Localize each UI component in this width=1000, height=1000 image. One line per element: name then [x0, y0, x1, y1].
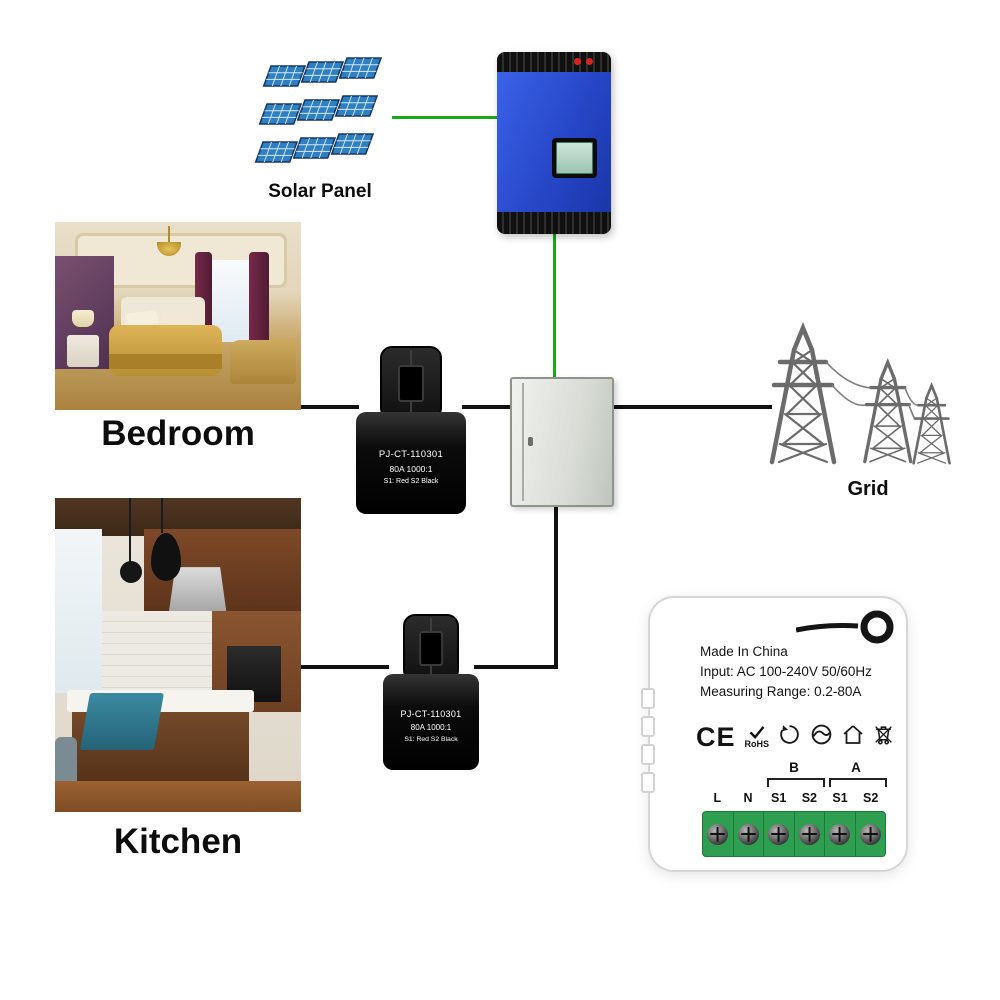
rohs-check-icon: RoHS [744, 725, 770, 749]
meter-spec-text: Made In China Input: AC 100-240V 50/60Hz… [700, 642, 872, 702]
wire-box-to-grid [612, 405, 772, 409]
terminal-screw [768, 823, 790, 845]
ct-clamp-body: PJ-CT-110301 80A 1000:1 S1: Red S2 Black [383, 674, 479, 770]
inverter-device [497, 52, 611, 234]
distribution-box-door [522, 383, 608, 501]
green-dot-icon [810, 723, 833, 751]
terminal-cell [703, 812, 734, 856]
ct-spec-text: 80A 1000:1 [389, 464, 433, 474]
wire-inverter-to-box [553, 231, 556, 379]
meter-made-in: Made In China [700, 644, 788, 659]
nightstand [67, 334, 100, 367]
terminal-screw [859, 823, 881, 845]
ct-spec-text: 80A 1000:1 [410, 723, 452, 732]
mount-notch [641, 772, 655, 793]
bed-throw [109, 353, 223, 369]
mount-notch [641, 744, 655, 765]
wire-bedroom-to-ct1 [299, 405, 359, 409]
mount-notch [641, 716, 655, 737]
terminal-cell [795, 812, 825, 856]
kitchen-label: Kitchen [113, 822, 243, 861]
pendant-light [120, 560, 143, 583]
kitchen-photo [55, 498, 301, 812]
range-hood [168, 567, 228, 618]
mount-notch [641, 688, 655, 709]
bedroom-photo [55, 222, 301, 410]
weee-bin-icon [873, 724, 894, 750]
sofa [229, 340, 297, 384]
meter-range: Measuring Range: 0.2-80A [700, 684, 862, 699]
terminal-label-s1b: S1 [771, 791, 787, 805]
tile-backsplash [101, 611, 213, 699]
inverter-led-icon [586, 58, 593, 65]
terminal-cell [825, 812, 856, 856]
ct-clamp-kitchen: PJ-CT-110301 80A 1000:1 S1: Red S2 Black [383, 614, 479, 770]
lcd-display [556, 142, 593, 174]
inverter-heatsink-bottom [497, 212, 611, 234]
ct-jaw-slot [397, 364, 425, 403]
ct-wiring-text: S1: Red S2 Black [383, 478, 439, 485]
pendant-light [150, 532, 181, 581]
certification-icons: CE RoHS [696, 718, 894, 756]
ct-wiring-text: S1: Red S2 Black [404, 736, 458, 743]
group-b-label: B [789, 760, 799, 775]
wire-ct2-to-junction [474, 665, 558, 669]
meter-input: Input: AC 100-240V 50/60Hz [700, 664, 872, 679]
ct-jaw-slot [419, 631, 443, 667]
ct-clamp-bedroom: PJ-CT-110301 80A 1000:1 S1: Red S2 Black [356, 346, 466, 514]
inverter-heatsink-top [497, 52, 611, 72]
ct-clamp-jaw [380, 346, 442, 420]
distribution-box [510, 377, 614, 507]
wire-ct1-to-box [462, 405, 512, 409]
inverter-led-icon [574, 58, 581, 65]
bedroom-curtain [249, 252, 269, 354]
terminal-screw [737, 823, 759, 845]
terminal-cell [734, 812, 764, 856]
terminal-cell [856, 812, 886, 856]
ct-clamp-jaw [403, 614, 459, 682]
wire-solar-to-inverter [392, 116, 498, 119]
wire-loop-icon [796, 610, 894, 644]
terminal-screw [829, 823, 851, 845]
recycle-icon [778, 723, 801, 751]
distribution-box-handle [528, 437, 533, 446]
kitchen-floor [55, 780, 301, 812]
terminal-cell [764, 812, 795, 856]
bedroom-label: Bedroom [101, 414, 255, 453]
grid-label: Grid [847, 478, 889, 500]
pendant-cord [128, 498, 131, 564]
terminal-block [702, 811, 886, 857]
ct-model-text: PJ-CT-110301 [378, 449, 444, 460]
terminal-screw [707, 823, 729, 845]
group-b-bracket [767, 778, 825, 787]
table-lamp [72, 310, 95, 328]
table-runner [79, 692, 164, 750]
ct-clamp-body: PJ-CT-110301 80A 1000:1 S1: Red S2 Black [356, 412, 466, 514]
wire-box-down [554, 506, 558, 669]
kitchen-window [55, 529, 102, 693]
terminal-label-s1a: S1 [832, 791, 848, 805]
terminal-label-s2b: S2 [801, 791, 817, 805]
group-a-bracket [829, 778, 887, 787]
grid-towers-icon [752, 322, 951, 465]
terminal-label-n: N [743, 791, 753, 805]
terminal-screw [798, 823, 820, 845]
inverter-lcd-screen [552, 138, 597, 178]
wire-kitchen-to-ct2 [299, 665, 389, 669]
rohs-label: RoHS [744, 739, 770, 749]
inverter-body [497, 72, 611, 212]
energy-meter-device: Made In China Input: AC 100-240V 50/60Hz… [641, 596, 908, 872]
group-a-label: A [851, 760, 861, 775]
chandelier [157, 225, 182, 256]
ct-model-text: PJ-CT-110301 [400, 709, 462, 719]
pendant-cord [160, 498, 163, 533]
terminal-label-s2a: S2 [863, 791, 879, 805]
terminal-label-l: L [713, 791, 722, 805]
solar-panel-label: Solar Panel [268, 181, 372, 202]
solar-panel-icon [254, 57, 382, 163]
ce-mark: CE [696, 721, 736, 752]
house-icon [842, 724, 864, 750]
terminal-labels: L N S1 S2 S1 S2 [702, 791, 886, 805]
